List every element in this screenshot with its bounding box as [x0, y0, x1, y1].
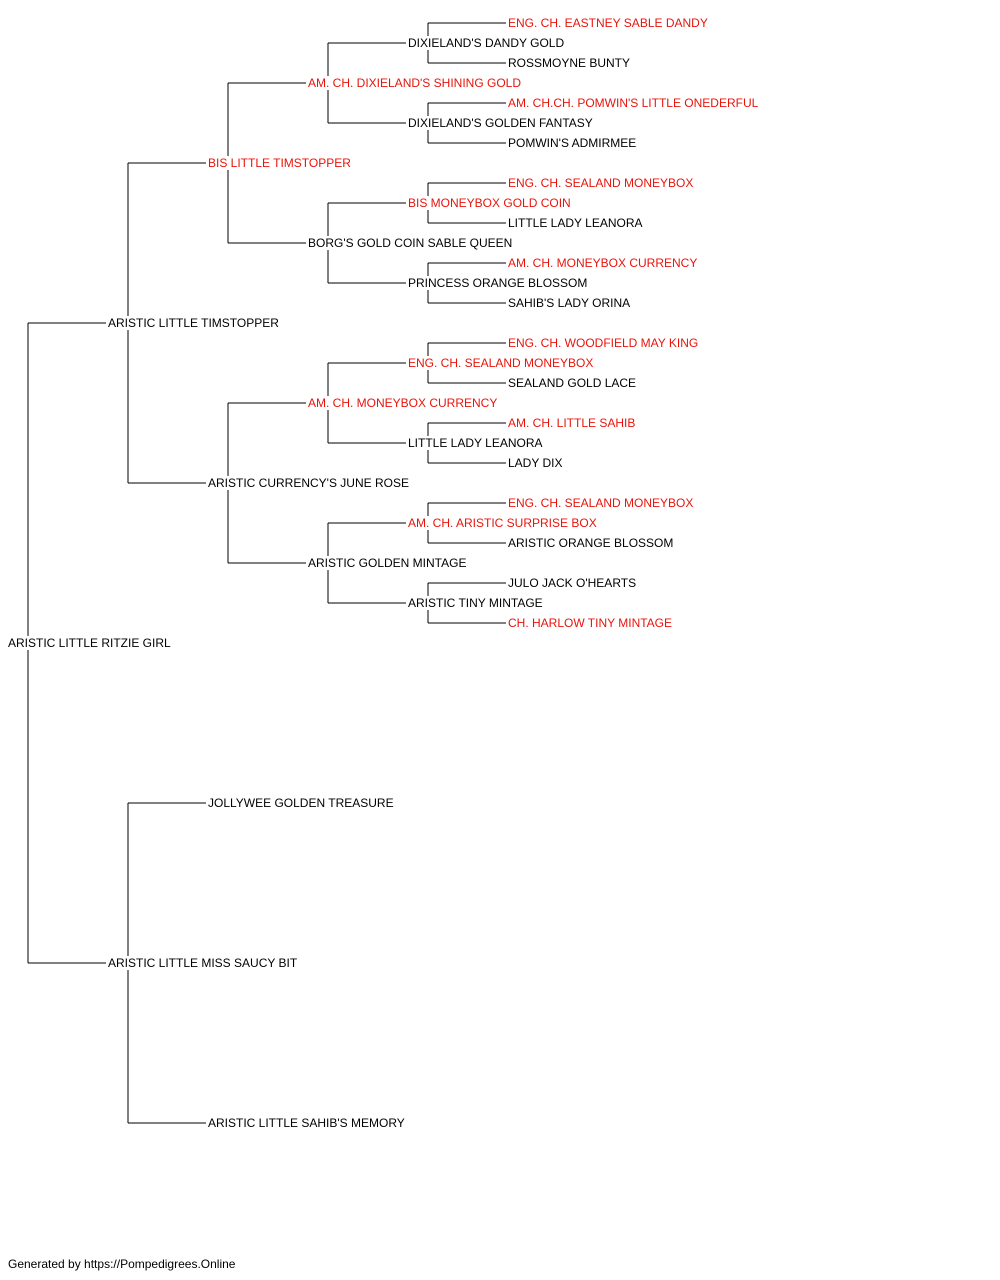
- dam-name: LITTLE LADY LEANORA: [406, 436, 545, 450]
- generated-by-footer: Generated by https://Pompedigrees.Online: [8, 1257, 236, 1271]
- dam-name: ARISTIC GOLDEN MINTAGE: [306, 556, 469, 570]
- dam-name: ARISTIC TINY MINTAGE: [406, 596, 545, 610]
- sire-name: JULO JACK O'HEARTS: [506, 576, 639, 590]
- sire-name: DIXIELAND'S DANDY GOLD: [406, 36, 567, 50]
- sire-name: AM. CH.CH. POMWIN'S LITTLE ONEDERFUL: [506, 96, 761, 110]
- sire-name: AM. CH. MONEYBOX CURRENCY: [506, 256, 700, 270]
- subject-dog-name: ARISTIC LITTLE RITZIE GIRL: [6, 636, 173, 650]
- sire-name: ENG. CH. SEALAND MONEYBOX: [506, 496, 696, 510]
- sire-name: AM. CH. MONEYBOX CURRENCY: [306, 396, 500, 410]
- sire-name: BIS MONEYBOX GOLD COIN: [406, 196, 573, 210]
- sire-name: ENG. CH. WOODFIELD MAY KING: [506, 336, 701, 350]
- sire-name: JOLLYWEE GOLDEN TREASURE: [206, 796, 396, 810]
- dam-name: ARISTIC LITTLE MISS SAUCY BIT: [106, 956, 300, 970]
- dam-name: BORG'S GOLD COIN SABLE QUEEN: [306, 236, 515, 250]
- dam-name: PRINCESS ORANGE BLOSSOM: [406, 276, 590, 290]
- dam-name: ARISTIC LITTLE SAHIB'S MEMORY: [206, 1116, 407, 1130]
- dam-name: ROSSMOYNE BUNTY: [506, 56, 633, 70]
- sire-name: BIS LITTLE TIMSTOPPER: [206, 156, 353, 170]
- dam-name: LADY DIX: [506, 456, 565, 470]
- sire-name: AM. CH. DIXIELAND'S SHINING GOLD: [306, 76, 523, 90]
- dam-name: POMWIN'S ADMIRMEE: [506, 136, 639, 150]
- dam-name: SEALAND GOLD LACE: [506, 376, 639, 390]
- dam-name: DIXIELAND'S GOLDEN FANTASY: [406, 116, 595, 130]
- dam-name: CH. HARLOW TINY MINTAGE: [506, 616, 675, 630]
- sire-name: AM. CH. ARISTIC SURPRISE BOX: [406, 516, 599, 530]
- dam-name: ARISTIC CURRENCY'S JUNE ROSE: [206, 476, 411, 490]
- sire-name: ARISTIC LITTLE TIMSTOPPER: [106, 316, 281, 330]
- sire-name: ENG. CH. EASTNEY SABLE DANDY: [506, 16, 710, 30]
- sire-name: AM. CH. LITTLE SAHIB: [506, 416, 638, 430]
- sire-name: ENG. CH. SEALAND MONEYBOX: [406, 356, 596, 370]
- sire-name: ENG. CH. SEALAND MONEYBOX: [506, 176, 696, 190]
- dam-name: ARISTIC ORANGE BLOSSOM: [506, 536, 676, 550]
- dam-name: SAHIB'S LADY ORINA: [506, 296, 633, 310]
- dam-name: LITTLE LADY LEANORA: [506, 216, 645, 230]
